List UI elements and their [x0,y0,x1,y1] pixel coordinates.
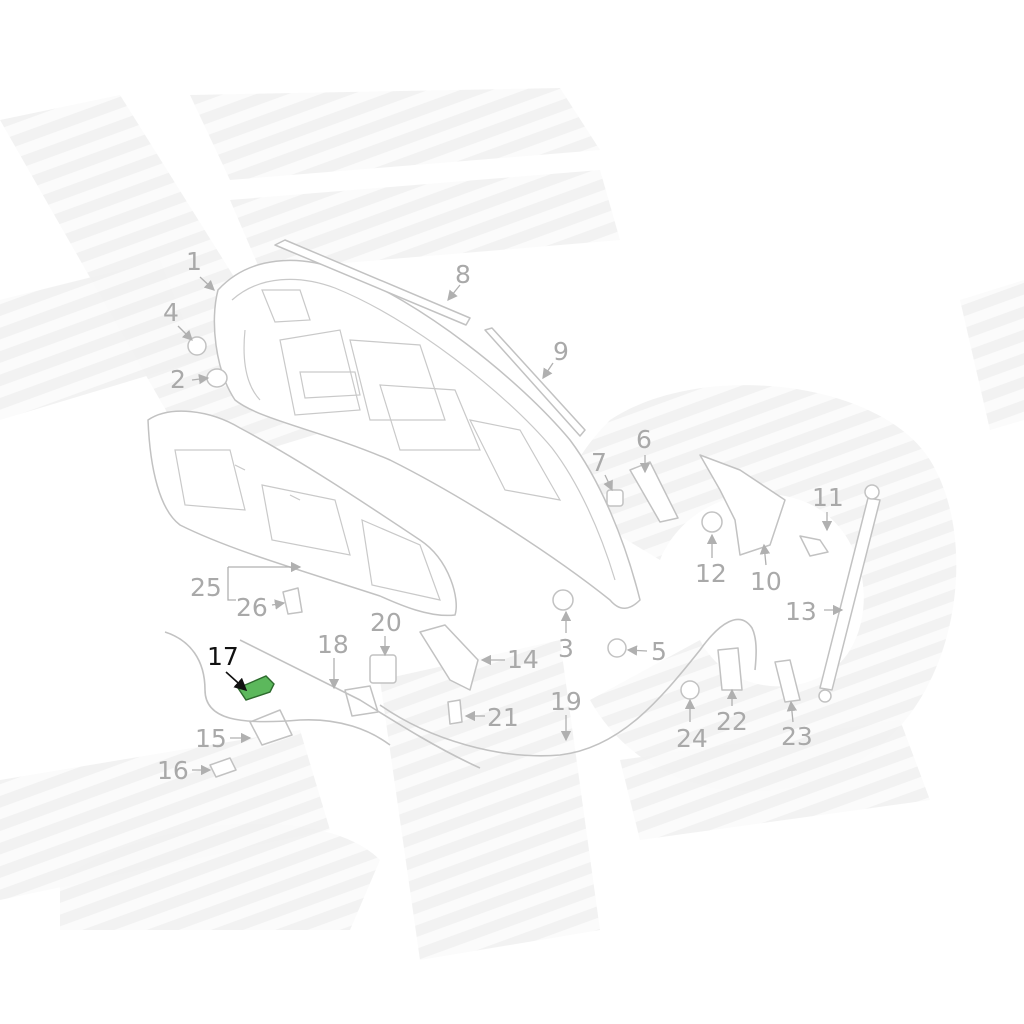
hinge-10 [699,454,786,556]
callout-17: 17 [207,642,239,671]
clip-7 [606,489,624,507]
callout-2: 2 [170,365,186,394]
release-handle-17[interactable] [236,675,275,701]
hood-seal-8 [274,239,471,326]
callout-10: 10 [750,567,782,596]
callout-25: 25 [190,573,222,602]
callout-24: 24 [676,724,708,753]
callout-8: 8 [455,260,471,289]
bolt-16 [209,757,237,778]
callout-9: 9 [553,337,569,366]
callout-4: 4 [163,298,179,327]
callout-22: 22 [716,707,748,736]
bushing-12 [701,511,723,533]
bolt-11 [799,535,829,557]
clip-4 [187,336,207,356]
hood-seal-9 [484,327,586,437]
callout-13: 13 [785,597,817,626]
bracket-23 [774,659,801,703]
hood-insulation [147,410,457,617]
bracket-20 [369,654,397,684]
latch-14 [419,624,479,691]
release-cables [164,618,757,769]
latch-22 [717,647,743,691]
callout-26: 26 [236,593,268,622]
gas-strut-13 [818,484,881,703]
callout-7: 7 [591,448,607,477]
bushing-24 [680,680,700,700]
bumper-5 [607,638,627,658]
callout-5: 5 [651,637,667,666]
leader-lines [177,276,844,776]
callout-labels: 1 2 3 4 5 6 7 8 9 10 11 12 13 14 15 16 1… [157,247,844,785]
hood-panel [213,259,641,609]
callout-3: 3 [558,634,574,663]
callout-19: 19 [550,687,582,716]
watermark-logo [0,88,1024,960]
clip-26 [282,587,303,615]
clip-21 [447,699,463,725]
callout-12: 12 [695,559,727,588]
callout-16: 16 [157,756,189,785]
callout-11: 11 [812,483,844,512]
bumper-2 [206,368,228,388]
callout-1: 1 [186,247,202,276]
callout-15: 15 [195,724,227,753]
lever-15 [249,709,293,746]
callout-14: 14 [507,645,539,674]
callout-21: 21 [487,703,519,732]
callout-23: 23 [781,722,813,751]
bumper-3 [552,589,574,611]
callout-6: 6 [636,425,652,454]
callout-20: 20 [370,608,402,637]
callout-18: 18 [317,630,349,659]
